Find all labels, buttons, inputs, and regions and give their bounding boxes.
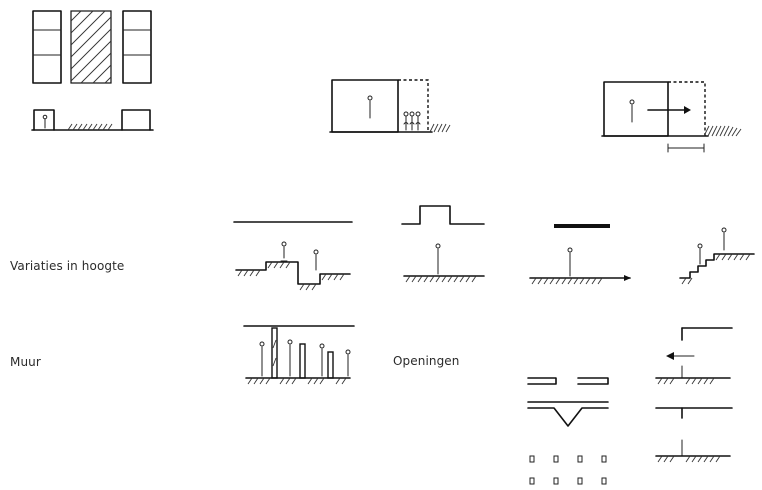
wall-posts-sketch [238, 318, 363, 390]
canopy-extension-sketch [328, 76, 458, 138]
projection-arrow-sketch [600, 78, 755, 156]
stepped-ground-sketch [232, 214, 362, 290]
label-openings: Openingen [393, 354, 460, 368]
label-wall: Muur [10, 355, 41, 369]
sliding-panel-sketch [652, 322, 752, 470]
label-height-variations: Variaties in hoogte [10, 259, 124, 273]
raised-roof-sketch [398, 202, 488, 288]
stair-platform-sketch [676, 220, 756, 290]
flat-canopy-sketch [526, 220, 636, 290]
wall-openings-sketch [524, 370, 616, 488]
facade-building-sketch [28, 6, 168, 138]
